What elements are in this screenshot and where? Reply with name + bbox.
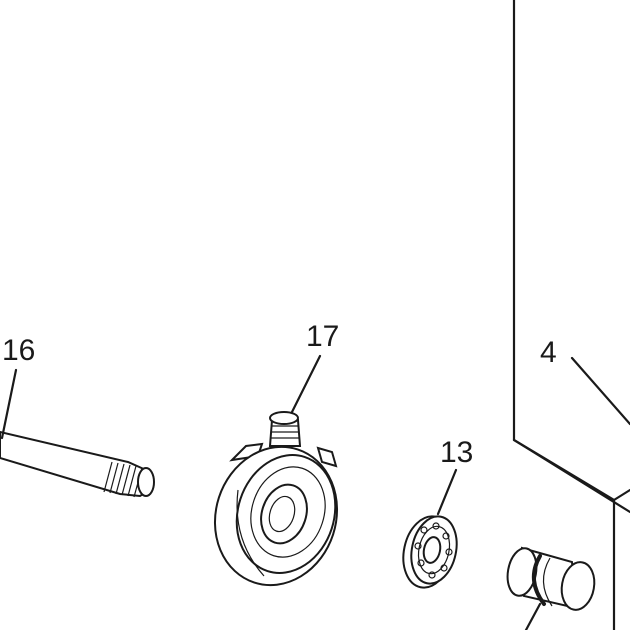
callout-13: 13: [440, 436, 473, 469]
leader-line-17: [290, 354, 322, 414]
callout-4: 4: [540, 336, 557, 369]
flange-part-17: [213, 411, 339, 587]
bushing-part: [506, 546, 596, 611]
leader-line-4: [570, 356, 630, 426]
housing-outline: [512, 0, 630, 630]
shaft-part-16: [0, 430, 155, 498]
leader-line-16: [0, 368, 18, 440]
callout-17: 17: [306, 320, 339, 353]
callout-16: 16: [2, 334, 35, 367]
bearing-part-13: [402, 515, 458, 589]
leader-line-13: [436, 468, 458, 516]
leader-line-bushing: [524, 602, 542, 630]
